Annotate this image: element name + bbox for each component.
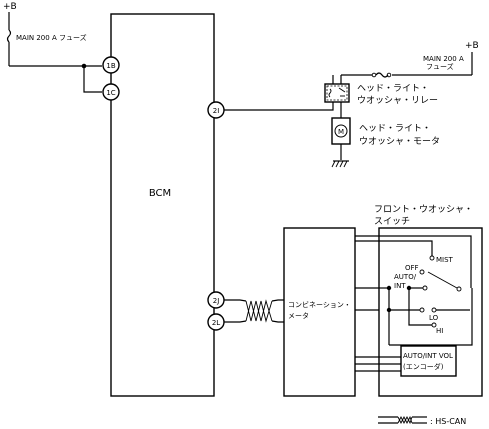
relay-label-2: ウオッシャ・リレー bbox=[357, 95, 438, 106]
switch-title-1: フロント・ウオッシャ・ bbox=[374, 204, 473, 215]
pin-1c: 1C bbox=[102, 83, 120, 101]
fuse-right-symbol bbox=[371, 72, 392, 78]
svg-text:2L: 2L bbox=[212, 319, 220, 327]
encoder-label-1: AUTO/INT VOL bbox=[403, 352, 453, 360]
hs-can-legend-label: : HS-CAN bbox=[430, 417, 466, 426]
hs-can-legend-symbol bbox=[378, 415, 427, 425]
switch-hi-label: HI bbox=[436, 327, 443, 335]
switch-off-label: OFF bbox=[405, 264, 419, 272]
encoder-label-2: (エンコーダ) bbox=[403, 362, 444, 371]
ground-symbol bbox=[331, 160, 349, 168]
motor-label-2: ウオッシャ・モータ bbox=[359, 136, 440, 147]
encoder-box bbox=[400, 345, 457, 377]
switch-junction-dot-1 bbox=[386, 285, 392, 291]
switch-mist-label: MIST bbox=[436, 256, 454, 264]
switch-auto-label-1: AUTO/ bbox=[394, 273, 417, 281]
meter-label-2: メータ bbox=[288, 311, 309, 320]
fuse-left-label: MAIN 200 A フューズ bbox=[16, 33, 87, 42]
switch-contact-off bbox=[419, 269, 462, 292]
switch-internal-wiring bbox=[379, 235, 473, 372]
switch-lo-label: LO bbox=[429, 314, 439, 322]
pin-2l: 2L bbox=[207, 313, 225, 331]
switch-junction-dot-2 bbox=[386, 307, 392, 313]
svg-text:2J: 2J bbox=[213, 297, 220, 305]
combination-meter-box bbox=[283, 227, 356, 397]
switch-junction-dot-3 bbox=[406, 285, 412, 291]
hs-can-line bbox=[224, 299, 284, 323]
fuse-left-symbol bbox=[6, 29, 12, 43]
power-b-left-label: +B bbox=[3, 2, 17, 12]
fuse-right-label-2: フューズ bbox=[426, 62, 454, 71]
bcm-box bbox=[110, 13, 215, 397]
meter-to-switch-wires bbox=[355, 235, 379, 372]
meter-label-1: コンビネーション・ bbox=[288, 300, 351, 309]
svg-text:1B: 1B bbox=[106, 62, 115, 70]
motor-symbol: M bbox=[331, 117, 351, 145]
pin-2j: 2J bbox=[207, 291, 225, 309]
relay-symbol bbox=[324, 83, 350, 103]
switch-auto-label-2: INT bbox=[394, 282, 406, 290]
motor-label-1: ヘッド・ライト・ bbox=[359, 123, 431, 134]
svg-text:1C: 1C bbox=[106, 89, 115, 97]
switch-contact-mist bbox=[429, 255, 435, 261]
pin-1b: 1B bbox=[102, 56, 120, 74]
pin-2i: 2I bbox=[207, 101, 225, 119]
relay-label-1: ヘッド・ライト・ bbox=[357, 83, 429, 94]
svg-text:2I: 2I bbox=[213, 107, 220, 115]
fuse-right-label-1: MAIN 200 A bbox=[423, 55, 464, 63]
switch-title-2: スイッチ bbox=[374, 216, 410, 227]
wire-2i-to-relay bbox=[224, 102, 334, 111]
power-b-right-label: +B bbox=[465, 41, 479, 51]
wire-to-pin-1c bbox=[83, 66, 102, 93]
switch-contact-hi bbox=[431, 322, 437, 328]
bcm-label: BCM bbox=[149, 188, 171, 199]
svg-text:M: M bbox=[338, 128, 344, 136]
switch-contact-lo bbox=[419, 307, 437, 313]
